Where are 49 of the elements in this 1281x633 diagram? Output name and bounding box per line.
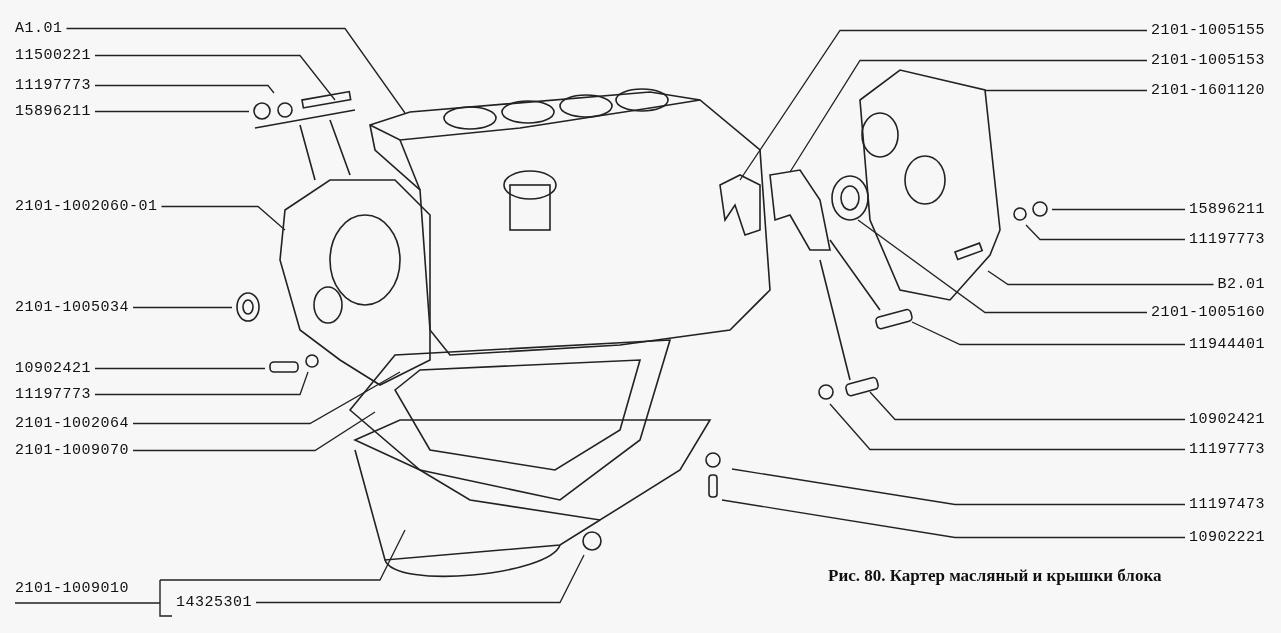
- leader-line: [869, 391, 1186, 421]
- leader-line: [984, 89, 1148, 92]
- part-number: 2101-1005155: [1150, 22, 1265, 39]
- part-number: 15896211: [15, 103, 91, 120]
- part-number: B2.01: [1217, 276, 1265, 293]
- leader-line: [94, 110, 250, 113]
- leader-line: [132, 306, 233, 309]
- leader-line: [789, 59, 1148, 173]
- leader-line: [739, 29, 1148, 181]
- part-number: 11500221: [15, 47, 91, 64]
- part-number: 2101-1005034: [15, 299, 130, 316]
- part-number: 10902421: [1189, 411, 1265, 428]
- part-number: 11197773: [15, 77, 91, 94]
- leader-line: [132, 371, 401, 425]
- leader-line: [94, 54, 336, 101]
- figure-caption: Рис. 80. Картер масляный и крышки блока: [828, 566, 1162, 586]
- leader-line: [911, 321, 1186, 346]
- leader-line: [721, 499, 1186, 539]
- part-number: 2101-1002064: [15, 415, 130, 432]
- leader-line: [731, 468, 1186, 506]
- part-number: 11944401: [1189, 336, 1265, 353]
- leader-line: [829, 403, 1186, 451]
- leader-line: [160, 205, 286, 231]
- leader-line: [1051, 208, 1186, 211]
- leader-line: [94, 367, 266, 370]
- part-number: 2101-1005153: [1150, 52, 1265, 69]
- leader-line: [255, 554, 585, 604]
- part-number: 10902221: [1189, 529, 1265, 546]
- part-number: 2101-1601120: [1150, 82, 1265, 99]
- leader-line: [65, 27, 406, 114]
- leader-line: [94, 371, 309, 396]
- part-number: A1.01: [15, 20, 63, 37]
- part-number: 2101-1009070: [15, 442, 130, 459]
- part-number: 11197773: [15, 386, 91, 403]
- leader-line: [159, 529, 406, 581]
- leader-line: [1025, 224, 1186, 241]
- leader-line: [857, 219, 1148, 314]
- part-number: 2101-1002060-01: [15, 198, 158, 215]
- part-number: 15896211: [1189, 201, 1265, 218]
- leader-line: [94, 84, 275, 94]
- part-number: 10902421: [15, 360, 91, 377]
- leader-line: [987, 270, 1215, 286]
- part-number: 2101-1005160: [1150, 304, 1265, 321]
- part-number: 11197773: [1189, 231, 1265, 248]
- part-number: 11197773: [1189, 441, 1265, 458]
- leader-line: [132, 411, 376, 452]
- part-number: 14325301: [176, 594, 252, 611]
- part-number: 2101-1009010: [15, 580, 130, 597]
- part-number: 11197473: [1189, 496, 1265, 513]
